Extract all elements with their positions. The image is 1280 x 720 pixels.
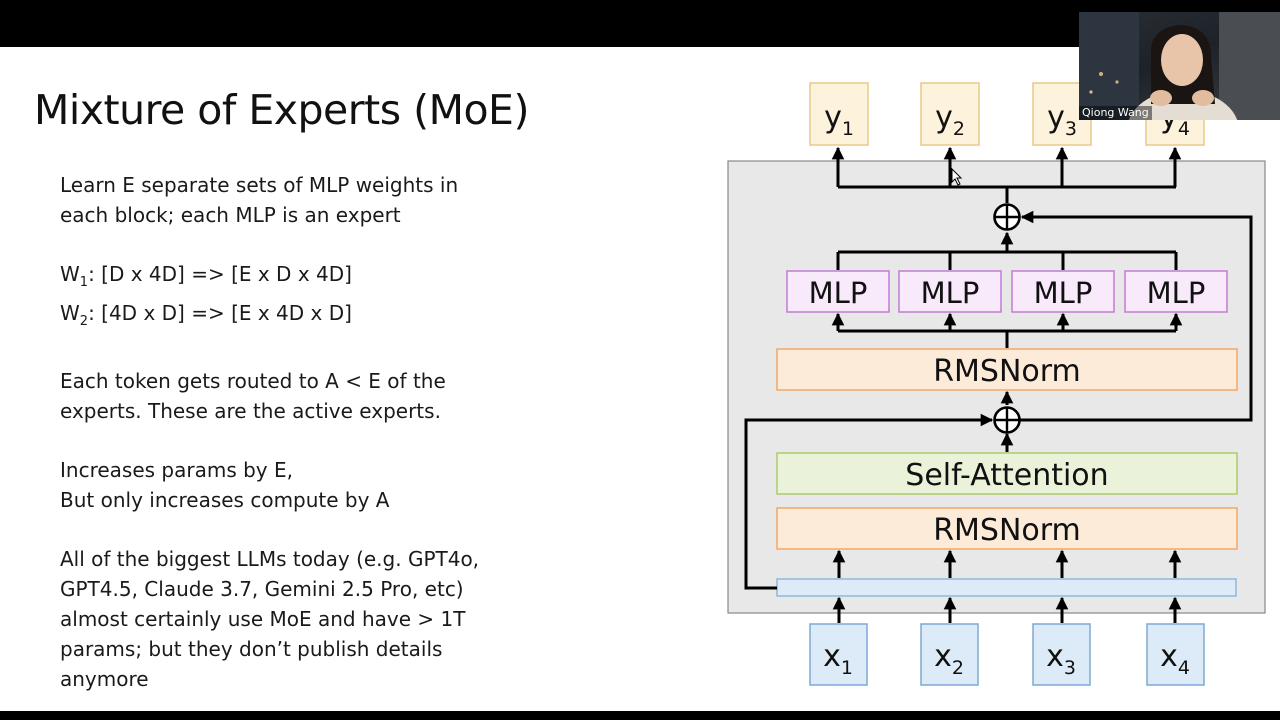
presentation-slide: Mixture of Experts (MoE) Learn E separat… [0,47,1280,711]
output-token-3-base: y [1047,100,1065,135]
bullet-paragraph: Increases params by E, But only increases… [60,455,540,515]
bullet-text: params; but they don’t publish details [60,637,443,661]
residual-add-node-2 [993,203,1021,231]
residual-connection-1 [744,413,994,590]
bullet-paragraph: Learn E separate sets of MLP weights in e… [60,170,540,230]
self-attention-box [776,452,1238,495]
bullet-text: W [60,301,80,325]
input-tokens: x1 x2 x3 x4 [809,623,1205,686]
bullet-paragraph: All of the biggest LLMs today (e.g. GPT4… [60,544,540,694]
bullet-line: W2: [4D x D] => [E x 4D x D] [60,298,540,337]
bullet-text: Increases params by E, [60,458,293,482]
input-token-4-label: x4 [1160,639,1190,679]
rmsnorm-top-box [776,348,1238,391]
expert-mlp-1-label: MLP [809,276,868,310]
output-token-3-label: y3 [1047,100,1077,140]
expert-mlp-2-box [898,270,1002,313]
input-token-1-sub: 1 [841,657,853,679]
bullet-text: anymore [60,667,149,691]
expert-mlp-1-box [786,270,890,313]
input-token-3-box [1032,623,1091,686]
bullet-line: W1: [D x 4D] => [E x D x 4D] [60,259,540,298]
expert-mlp-2-label: MLP [921,276,980,310]
bullet-text: almost certainly use MoE and have > 1T [60,607,466,631]
input-token-2-label: x2 [934,639,964,679]
input-token-3-label: x3 [1046,639,1076,679]
expert-mlp-3-label: MLP [1034,276,1093,310]
input-token-4-box [1146,623,1205,686]
expert-mlp-4-label: MLP [1147,276,1206,310]
output-token-1-sub: 1 [842,118,854,140]
input-token-1-base: x [823,639,841,674]
output-token-2-box [920,82,980,146]
bullet-line: experts. These are the active experts. [60,396,540,426]
bullet-text-rest: : [D x 4D] => [E x D x 4D] [88,262,352,286]
input-token-3-sub: 3 [1064,657,1076,679]
input-token-2-box [920,623,979,686]
bullet-line: All of the biggest LLMs today (e.g. GPT4… [60,544,540,574]
output-token-1-label: y1 [824,100,854,140]
output-token-4-sub: 4 [1178,118,1190,140]
bullet-text: Each token gets routed to A < E of the [60,369,446,393]
bullet-text: each block; each MLP is an expert [60,203,401,227]
bullet-paragraph: W1: [D x 4D] => [E x D x 4D]W2: [4D x D]… [60,259,540,337]
bullet-line: almost certainly use MoE and have > 1T [60,604,540,634]
rmsnorm-top-label: RMSNorm [933,354,1081,389]
participant-name: Qiong Wang [1079,106,1152,120]
input-token-3-base: x [1046,639,1064,674]
bullet-line: each block; each MLP is an expert [60,200,540,230]
bullet-paragraph: Each token gets routed to A < E of the ex… [60,366,540,426]
connector-lines [744,146,1253,623]
input-token-4-sub: 4 [1178,657,1190,679]
bullet-subscript: 1 [79,275,89,290]
mouse-cursor-icon [951,167,963,190]
bullet-line: Each token gets routed to A < E of the [60,366,540,396]
output-token-3-sub: 3 [1065,118,1077,140]
self-attention-label: Self-Attention [905,458,1108,493]
moe-transformer-diagram: RMSNorm Self-Attention RMSNorm MLP MLP M… [727,82,1266,686]
bullet-text: experts. These are the active experts. [60,399,441,423]
input-token-4-base: x [1160,639,1178,674]
expert-mlps: MLP MLP MLP MLP [786,270,1228,313]
participant-video-image [1079,12,1280,120]
input-token-2-base: x [934,639,952,674]
rmsnorm-bottom-box [776,507,1238,550]
output-token-2-base: y [935,100,953,135]
bottom-black-bar [0,711,1280,720]
bullet-line: Increases params by E, [60,455,540,485]
bullet-line: params; but they don’t publish details [60,634,540,664]
top-black-bar [0,0,1280,47]
output-token-2-sub: 2 [953,118,965,140]
bullet-line: GPT4.5, Claude 3.7, Gemini 2.5 Pro, etc) [60,574,540,604]
rmsnorm-bottom-label: RMSNorm [933,513,1081,548]
bullet-text-rest: : [4D x D] => [E x 4D x D] [88,301,352,325]
input-token-2-sub: 2 [952,657,964,679]
bullet-text: W [60,262,80,286]
bullet-line: But only increases compute by A [60,485,540,515]
bullet-line: anymore [60,664,540,694]
expert-mlp-4-box [1124,270,1228,313]
bullet-line: Learn E separate sets of MLP weights in [60,170,540,200]
slide-bullets: Learn E separate sets of MLP weights in e… [60,170,540,711]
output-token-2-label: y2 [935,100,965,140]
bullet-text: Learn E separate sets of MLP weights in [60,173,459,197]
bullet-text: GPT4.5, Claude 3.7, Gemini 2.5 Pro, etc) [60,577,464,601]
embedding-bar [776,578,1237,597]
output-token-1-base: y [824,100,842,135]
residual-add-node-1 [993,406,1021,434]
bullet-text: But only increases compute by A [60,488,390,512]
slide-title: Mixture of Experts (MoE) [34,86,529,134]
expert-mlp-3-box [1011,270,1115,313]
residual-connection-2 [1007,210,1253,422]
participant-video-thumbnail[interactable]: Qiong Wang [1079,12,1280,120]
output-token-1-box [809,82,869,146]
input-token-1-label: x1 [823,639,853,679]
input-token-1-box [809,623,868,686]
bullet-subscript: 2 [79,314,89,329]
bullet-text: All of the biggest LLMs today (e.g. GPT4… [60,547,480,571]
